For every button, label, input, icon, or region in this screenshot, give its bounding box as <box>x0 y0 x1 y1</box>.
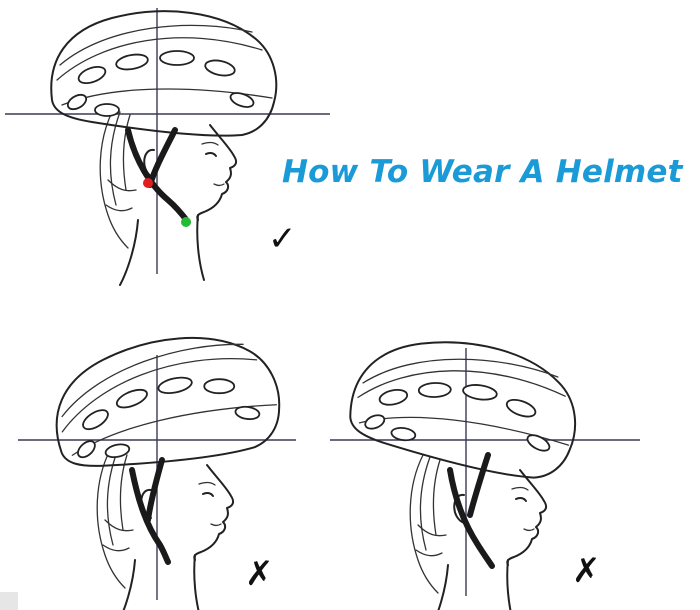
front-strap <box>467 452 491 518</box>
rear-strap <box>447 467 495 569</box>
corner-artifact <box>0 592 18 610</box>
page-title: How To Wear A Helmet <box>282 154 683 190</box>
front-strap <box>147 127 178 188</box>
panel-tilted-forward: ✗ <box>330 327 640 610</box>
strap-buckle-red <box>143 178 153 188</box>
front-strap <box>145 457 165 523</box>
rear-strap <box>125 127 191 225</box>
helmet-sketch <box>343 327 586 485</box>
cross-mark-icon: ✗ <box>572 551 601 591</box>
cross-mark-icon: ✗ <box>245 554 274 594</box>
head-sketch <box>96 449 235 610</box>
rear-strap <box>129 467 171 565</box>
helmet-sketch <box>50 10 278 137</box>
panel-tilted-back: ✗ <box>18 318 296 610</box>
helmet-sketch <box>41 318 290 489</box>
panel-correct: ✓ <box>5 8 330 286</box>
chin-buckle-green <box>181 217 191 227</box>
check-mark-icon: ✓ <box>268 219 297 259</box>
